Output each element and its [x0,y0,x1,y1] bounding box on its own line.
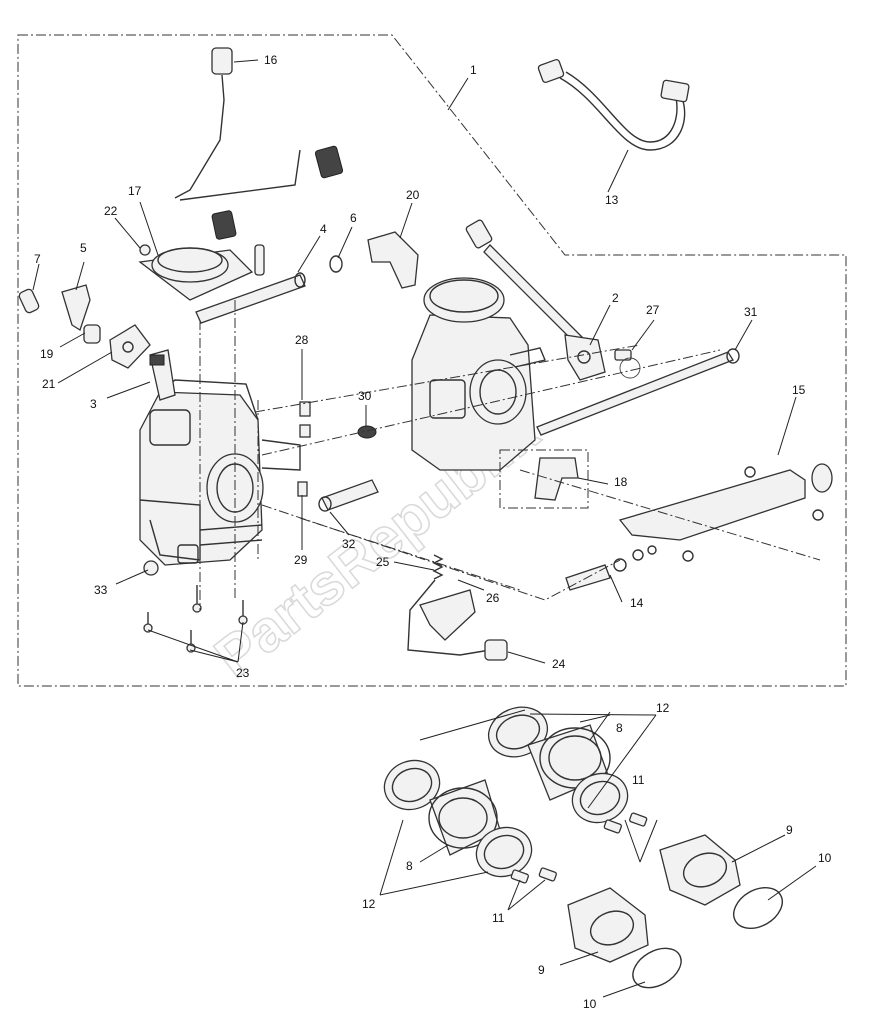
callout-30: 30 [358,389,372,403]
callout-6: 6 [350,211,357,225]
part-18-inset [499,449,589,509]
intake-group-upper [487,706,783,929]
part-2-sensor-rod [465,219,606,381]
callout-8b: 8 [406,859,413,873]
callout-19: 19 [40,347,54,361]
callout-9b: 9 [538,963,545,977]
callout-11a: 11 [632,773,645,787]
part-31-shaft [536,348,740,436]
gear-icon [619,357,641,379]
hardware-screws [139,244,379,653]
leader-lines [32,59,817,998]
part-24-cable [407,579,508,661]
callout-25: 25 [376,555,390,569]
part-20-injector [367,231,419,289]
top-cover-17 [138,247,254,301]
callout-18: 18 [614,475,628,489]
part-21-sensor [109,324,151,369]
part-19-plug [83,324,101,344]
callout-32: 32 [342,537,356,551]
callout-5: 5 [80,241,87,255]
throttle-body-right [411,277,546,471]
callout-33: 33 [94,583,108,597]
throttle-body-left [139,379,301,566]
callout-4: 4 [320,222,327,236]
callout-2: 2 [612,291,619,305]
callout-9a: 9 [786,823,793,837]
callout-14: 14 [630,596,644,610]
part-15-bracket [618,463,833,562]
callout-8a: 8 [616,721,623,735]
assembly-boundary [17,34,847,687]
callout-23: 23 [236,666,250,680]
part-6-oring [329,255,343,273]
part-14-linkage [565,545,657,591]
callout-17: 17 [128,184,142,198]
callout-13: 13 [605,193,619,207]
callout-11b: 11 [492,911,505,925]
part-25-spring [432,554,444,580]
part-27-screw [614,349,641,379]
callout-21: 21 [42,377,56,391]
callout-10b: 10 [583,997,597,1011]
callout-22: 22 [104,204,118,218]
callout-29: 29 [294,553,308,567]
part-3-injector [149,349,176,401]
callout-10a: 10 [818,851,832,865]
callout-7: 7 [34,252,41,266]
callout-28: 28 [295,333,309,347]
callout-31: 31 [744,305,758,319]
callout-12b: 12 [362,897,376,911]
callout-1: 1 [470,63,477,77]
callout-27: 27 [646,303,660,317]
part-5-bracket [61,284,91,331]
callout-20: 20 [406,188,420,202]
wiring-harness-16 [174,47,344,240]
callout-3: 3 [90,397,97,411]
part-13-hose [537,58,690,151]
callout-labels: 1 2 3 4 5 6 7 8 8 9 9 10 10 11 11 12 12 … [34,53,832,1011]
assembly-guide-lines [199,300,821,610]
callout-26: 26 [486,591,500,605]
fuel-rail-4 [195,244,306,324]
part-7-cap [18,288,40,314]
intake-group-lower [383,759,682,989]
callout-15: 15 [792,383,806,397]
callout-16: 16 [264,53,278,67]
callout-12a: 12 [656,701,670,715]
callout-24: 24 [552,657,566,671]
